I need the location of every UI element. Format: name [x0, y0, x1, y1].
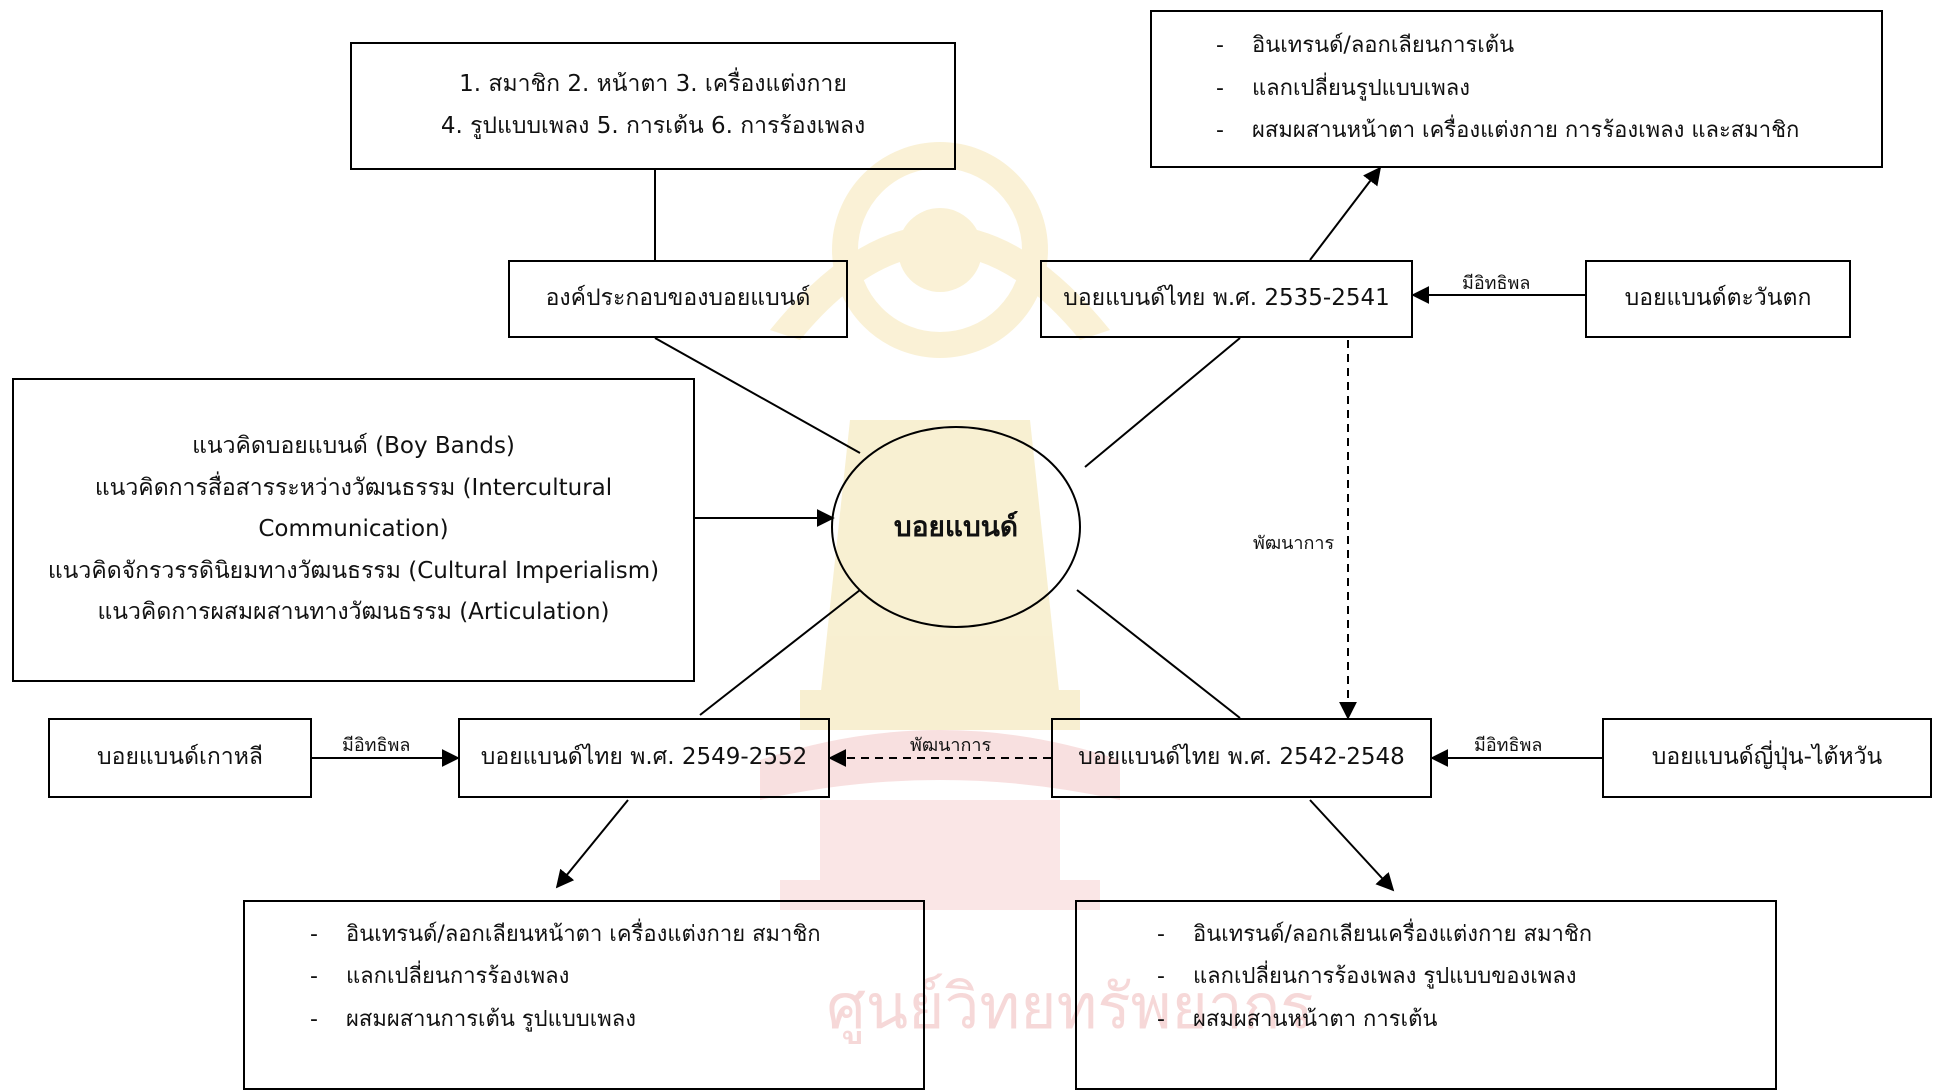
western-boyband-box: บอยแบนด์ตะวันตก [1585, 260, 1851, 338]
outcome-2542-2: - แลกเปลี่ยนการร้องเพลง รูปแบบของเพลง [1157, 964, 1577, 990]
outcome-text: อินเทรนด์/ลอกเลียนหน้าตา เครื่องแต่งกาย … [346, 922, 821, 947]
components-title-box: องค์ประกอบของบอยแบนด์ [508, 260, 848, 338]
outcome-2549-3: - ผสมผสานการเต้น รูปแบบเพลง [310, 1007, 636, 1033]
influence-label-korea: มีอิทธิพล [342, 735, 411, 756]
components-list-box: 1. สมาชิก 2. หน้าตา 3. เครื่องแต่งกาย 4.… [350, 42, 956, 170]
thai-2542-box: บอยแบนด์ไทย พ.ศ. 2542-2548 [1051, 718, 1432, 798]
outcome-2542-1: - อินเทรนด์/ลอกเลียนเครื่องแต่งกาย สมาชิ… [1157, 922, 1592, 948]
outcome-text: แลกเปลี่ยนการร้องเพลง รูปแบบของเพลง [1193, 964, 1577, 990]
outcome-2535-2: - แลกเปลี่ยนรูปแบบเพลง [1216, 76, 1470, 102]
concept-line-2: แนวคิดการสื่อสารระหว่างวัฒนธรรม (Intercu… [94, 474, 613, 501]
concept-line-3: Communication) [258, 516, 449, 543]
influence-label-west: มีอิทธิพล [1462, 273, 1531, 294]
concept-line-1: แนวคิดบอยแบนด์ (Boy Bands) [192, 433, 515, 460]
components-line-2: 4. รูปแบบเพลง 5. การเต้น 6. การร้องเพลง [440, 113, 866, 139]
japan-taiwan-boyband-box: บอยแบนด์ญี่ปุ่น-ไต้หวัน [1602, 718, 1932, 798]
outcomes-2549-box: - อินเทรนด์/ลอกเลียนหน้าตา เครื่องแต่งกา… [243, 900, 925, 1090]
concepts-box: แนวคิดบอยแบนด์ (Boy Bands) แนวคิดการสื่อ… [12, 378, 695, 682]
outcome-2549-2: - แลกเปลี่ยนการร้องเพลง [310, 964, 569, 990]
influence-label-japan: มีอิทธิพล [1474, 735, 1543, 756]
thai-2542-label: บอยแบนด์ไทย พ.ศ. 2542-2548 [1078, 744, 1405, 771]
arrow-2535-outcomes [1309, 166, 1382, 261]
outcome-text: ผสมผสานหน้าตา เครื่องแต่งกาย การร้องเพลง… [1252, 118, 1800, 144]
link-center-2542 [1076, 589, 1241, 719]
list-dash: - [1216, 118, 1224, 144]
concept-line-5: แนวคิดการผสมผสานทางวัฒนธรรม (Articulatio… [97, 599, 610, 626]
link-center-2549 [699, 589, 861, 716]
outcome-text: อินเทรนด์/ลอกเลียนเครื่องแต่งกาย สมาชิก [1193, 922, 1593, 947]
thai-2535-box: บอยแบนด์ไทย พ.ศ. 2535-2541 [1040, 260, 1413, 338]
outcome-2535-1: - อินเทรนด์/ลอกเลียนการเต้น [1216, 33, 1514, 59]
center-label: บอยแบนด์ [893, 510, 1019, 543]
outcomes-2542-box: - อินเทรนด์/ลอกเลียนเครื่องแต่งกาย สมาชิ… [1075, 900, 1777, 1090]
list-dash: - [1157, 1006, 1165, 1032]
center-node: บอยแบนด์ [832, 427, 1080, 627]
outcome-2535-3: - ผสมผสานหน้าตา เครื่องแต่งกาย การร้องเพ… [1216, 118, 1799, 144]
list-dash: - [1157, 922, 1165, 947]
korean-boyband-box: บอยแบนด์เกาหลี [48, 718, 312, 798]
outcome-text: ผสมผสานหน้าตา การเต้น [1193, 1006, 1438, 1032]
link-components-center [654, 337, 861, 454]
korean-boyband-label: บอยแบนด์เกาหลี [97, 744, 263, 771]
list-dash: - [310, 1006, 318, 1032]
watermark-text: ศูนย์วิทยทรัพยากร [826, 970, 1313, 1044]
list-dash: - [1216, 75, 1224, 101]
japan-taiwan-boyband-label: บอยแบนด์ญี่ปุ่น-ไต้หวัน [1651, 744, 1883, 771]
thai-2535-label: บอยแบนด์ไทย พ.ศ. 2535-2541 [1063, 285, 1390, 312]
outcome-text: แลกเปลี่ยนรูปแบบเพลง [1252, 75, 1471, 101]
list-dash: - [310, 922, 318, 947]
list-dash: - [310, 964, 318, 990]
center-ellipse [831, 426, 1081, 628]
concept-line-4: แนวคิดจักรวรรดินิยมทางวัฒนธรรม (Cultural… [47, 557, 660, 584]
arrow-2542-outcomes [1309, 799, 1395, 892]
components-line-1: 1. สมาชิก 2. หน้าตา 3. เครื่องแต่งกาย [459, 71, 847, 98]
outcome-2549-1: - อินเทรนด์/ลอกเลียนหน้าตา เครื่องแต่งกา… [310, 922, 821, 948]
list-dash: - [1216, 33, 1224, 59]
outcome-text: อินเทรนด์/ลอกเลียนการเต้น [1252, 33, 1515, 59]
thai-2549-box: บอยแบนด์ไทย พ.ศ. 2549-2552 [458, 718, 830, 798]
link-2535-center [1084, 337, 1241, 468]
components-title: องค์ประกอบของบอยแบนด์ [545, 285, 811, 312]
outcome-text: แลกเปลี่ยนการร้องเพลง [346, 964, 570, 990]
thai-2549-label: บอยแบนด์ไทย พ.ศ. 2549-2552 [480, 744, 808, 771]
development-label-vertical: พัฒนาการ [1253, 533, 1335, 554]
arrow-2549-outcomes [555, 799, 629, 889]
development-label-horizontal: พัฒนาการ [910, 735, 992, 756]
outcomes-2535-box: - อินเทรนด์/ลอกเลียนการเต้น - แลกเปลี่ยน… [1150, 10, 1883, 168]
outcome-2542-3: - ผสมผสานหน้าตา การเต้น [1157, 1007, 1437, 1033]
list-dash: - [1157, 964, 1165, 990]
outcome-text: ผสมผสานการเต้น รูปแบบเพลง [346, 1006, 636, 1032]
western-boyband-label: บอยแบนด์ตะวันตก [1624, 285, 1812, 312]
